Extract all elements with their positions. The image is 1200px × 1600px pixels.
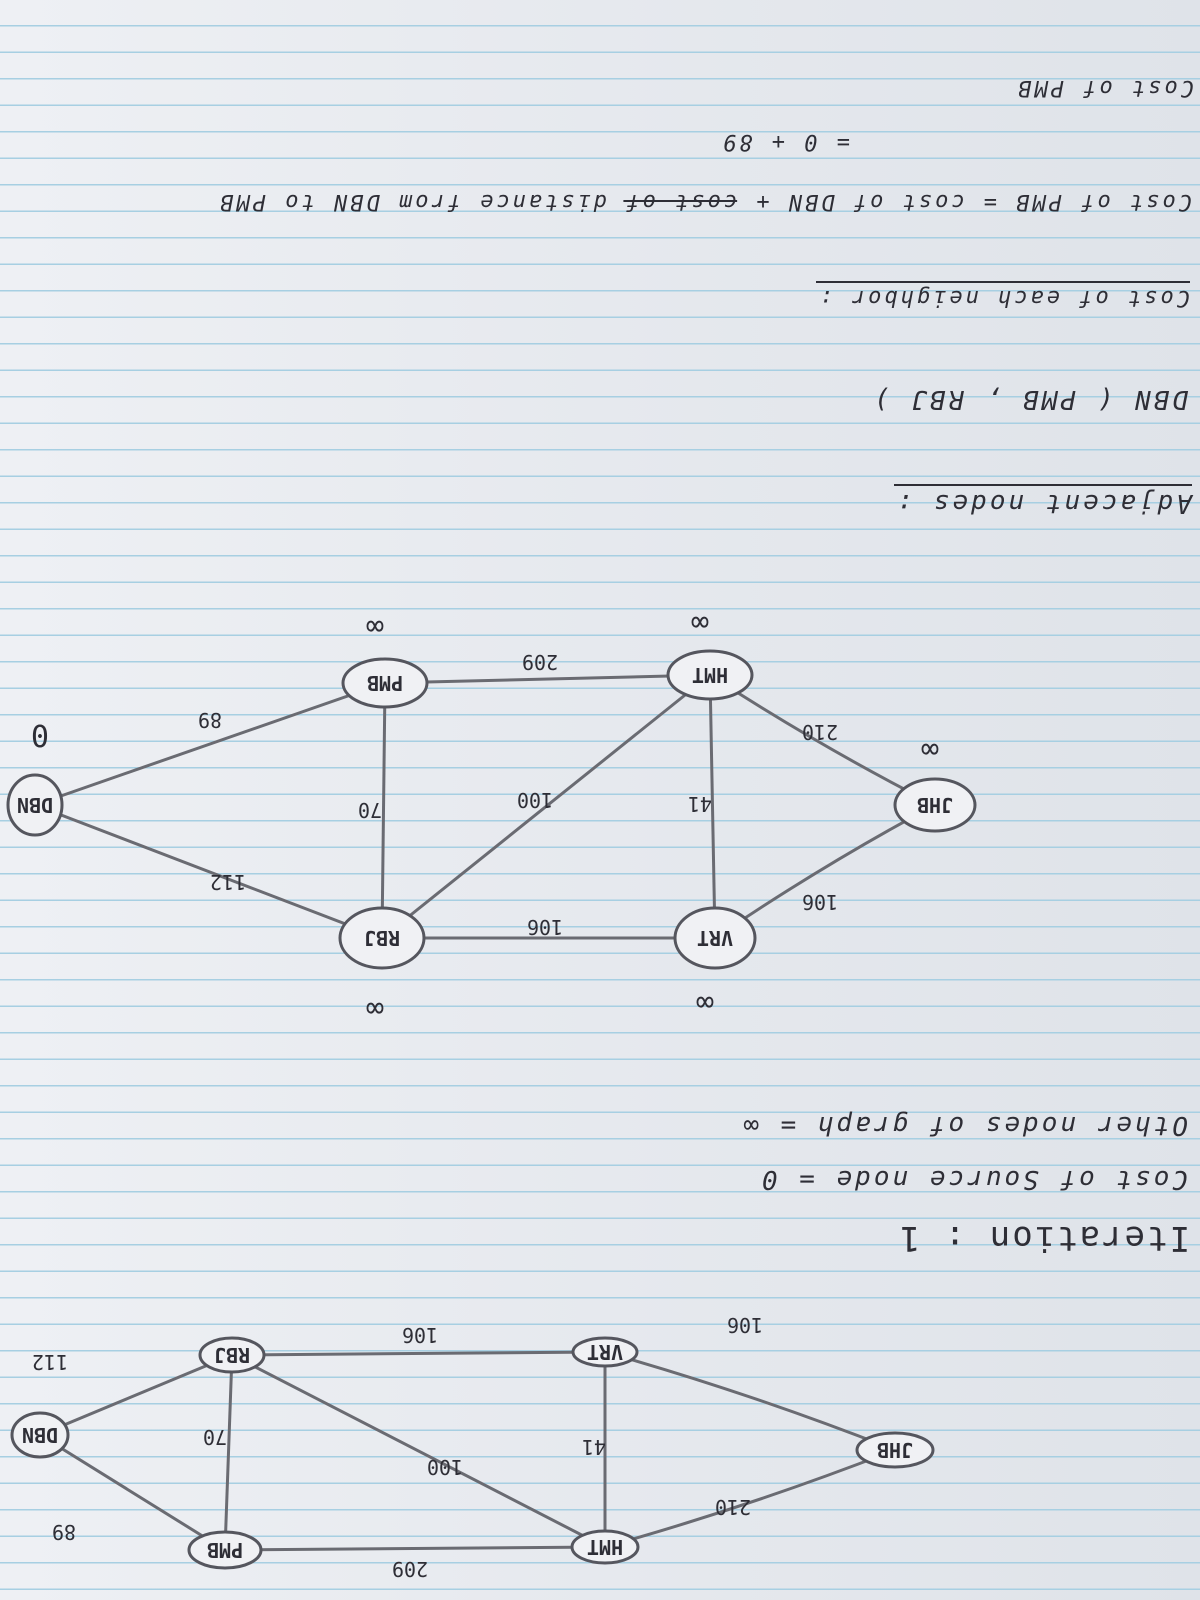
node-vrt: VRT — [571, 1336, 639, 1368]
edge-weight-jhb-vrt: 106 — [802, 890, 838, 914]
edge-weight-rbj-hmt: 100 — [517, 788, 553, 812]
edge-hmt-jhb — [604, 1448, 896, 1549]
node-dbn: DBN — [10, 1411, 70, 1459]
edge-dbn-rbj — [39, 1353, 233, 1437]
edge-weight-dbn-pmb: 89 — [198, 708, 222, 732]
edge-dbn-pmb — [34, 681, 386, 807]
edge-weight-hmt-jhb: 210 — [802, 720, 838, 744]
edge-dbn-rbj — [34, 803, 383, 940]
edge-weight-dbn-rbj: 112 — [32, 1350, 68, 1374]
node-label-rbj: RBJ — [364, 926, 400, 950]
node-distance-pmb: ∞ — [366, 615, 384, 644]
node-label-jhb: JHB — [917, 793, 953, 817]
edge-weight-dbn-rbj: 112 — [210, 870, 246, 894]
node-label-dbn: DBN — [22, 1423, 58, 1447]
node-rbj: RBJ — [198, 1336, 266, 1374]
node-label-pmb: PMB — [207, 1538, 243, 1562]
cost-of-pmb-formula-lhs: Cost of PMB = cost of DBN + — [737, 189, 1192, 214]
node-label-rbj: RBJ — [214, 1343, 250, 1367]
node-jhb: JHB — [855, 1431, 935, 1469]
node-label-hmt: HMT — [692, 663, 728, 687]
edge-weight-pmb-rbj: 70 — [203, 1425, 227, 1449]
iteration-title: Iteration : 1 — [897, 1218, 1190, 1258]
edge-weight-hmt-jhb: 210 — [715, 1495, 751, 1519]
node-distance-hmt: ∞ — [691, 615, 709, 640]
edge-weight-jhb-vrt: 106 — [727, 1313, 763, 1337]
node-hmt: HMT — [666, 649, 754, 701]
edge-pmb-rbj — [223, 1354, 234, 1551]
adjacent-nodes-list: DBN ( PMB , RBJ ) — [870, 384, 1188, 414]
edge-weight-hmt-vrt: 41 — [688, 792, 712, 816]
edge-pmb-rbj — [380, 682, 387, 939]
node-jhb: JHB — [893, 777, 977, 833]
node-rbj: RBJ — [338, 906, 426, 970]
edge-weight-rbj-hmt: 100 — [427, 1455, 463, 1479]
edge-weight-pmb-hmt: 209 — [392, 1557, 428, 1581]
cost-of-pmb-formula: Cost of PMB = cost of DBN + cost of dist… — [217, 189, 1192, 214]
cost-of-neighbor-heading: Cost of each neighbor : — [816, 281, 1190, 310]
node-label-hmt: HMT — [587, 1535, 623, 1559]
edge-jhb-vrt — [714, 803, 936, 940]
edge-pmb-hmt — [224, 1545, 606, 1552]
edge-hmt-vrt — [708, 674, 717, 939]
node-pmb: PMB — [341, 657, 429, 709]
node-label-vrt: VRT — [587, 1340, 623, 1364]
node-label-jhb: JHB — [877, 1438, 913, 1462]
other-nodes-text: Other nodes of graph = ∞ — [740, 1110, 1188, 1140]
node-dbn: DBN — [6, 773, 64, 837]
edge-weight-hmt-vrt: 41 — [582, 1435, 606, 1459]
cost-of-pmb-sum: = 0 + 89 — [720, 129, 850, 154]
edge-weight-dbn-pmb: 89 — [52, 1520, 76, 1544]
node-distance-vrt: ∞ — [696, 985, 714, 1020]
edge-rbj-vrt — [231, 1350, 606, 1357]
node-label-vrt: VRT — [697, 926, 733, 950]
cost-of-pmb-formula-rhs: distance from DBN to PMB — [217, 189, 624, 214]
adjacent-nodes-heading: Adjacent nodes : — [893, 484, 1192, 518]
node-pmb: PMB — [187, 1530, 263, 1570]
crossed-out-text: cost of — [623, 189, 738, 214]
edge-weight-rbj-vrt: 106 — [527, 915, 563, 939]
node-label-dbn: DBN — [17, 793, 53, 817]
node-distance-dbn: 0 — [31, 717, 49, 752]
edge-dbn-pmb — [39, 1433, 226, 1552]
cost-of-source-text: Cost of Source node = 0 — [758, 1164, 1188, 1194]
edge-weight-pmb-rbj: 70 — [358, 798, 382, 822]
edge-jhb-vrt — [604, 1350, 896, 1452]
edge-weight-rbj-vrt: 106 — [402, 1323, 438, 1347]
node-label-pmb: PMB — [367, 671, 403, 695]
edge-pmb-hmt — [384, 673, 711, 685]
edge-rbj-hmt — [231, 1353, 606, 1549]
node-hmt: HMT — [570, 1529, 640, 1565]
cost-of-pmb-label: Cost of PMB — [1015, 75, 1194, 100]
node-distance-jhb: ∞ — [921, 732, 939, 767]
graph-two: 89 112 70 209 100 106 41 210 106 DBN PMB RBJ HMT VRT… — [6, 615, 977, 1026]
graph-one: 89 112 70 209 100 106 41 210 106 DBN PMB RBJ HMT VRT… — [10, 1313, 935, 1581]
edge-rbj-hmt — [381, 673, 711, 940]
edge-weight-pmb-hmt: 209 — [522, 650, 558, 674]
node-vrt: VRT — [673, 906, 757, 970]
node-distance-rbj: ∞ — [366, 991, 384, 1026]
